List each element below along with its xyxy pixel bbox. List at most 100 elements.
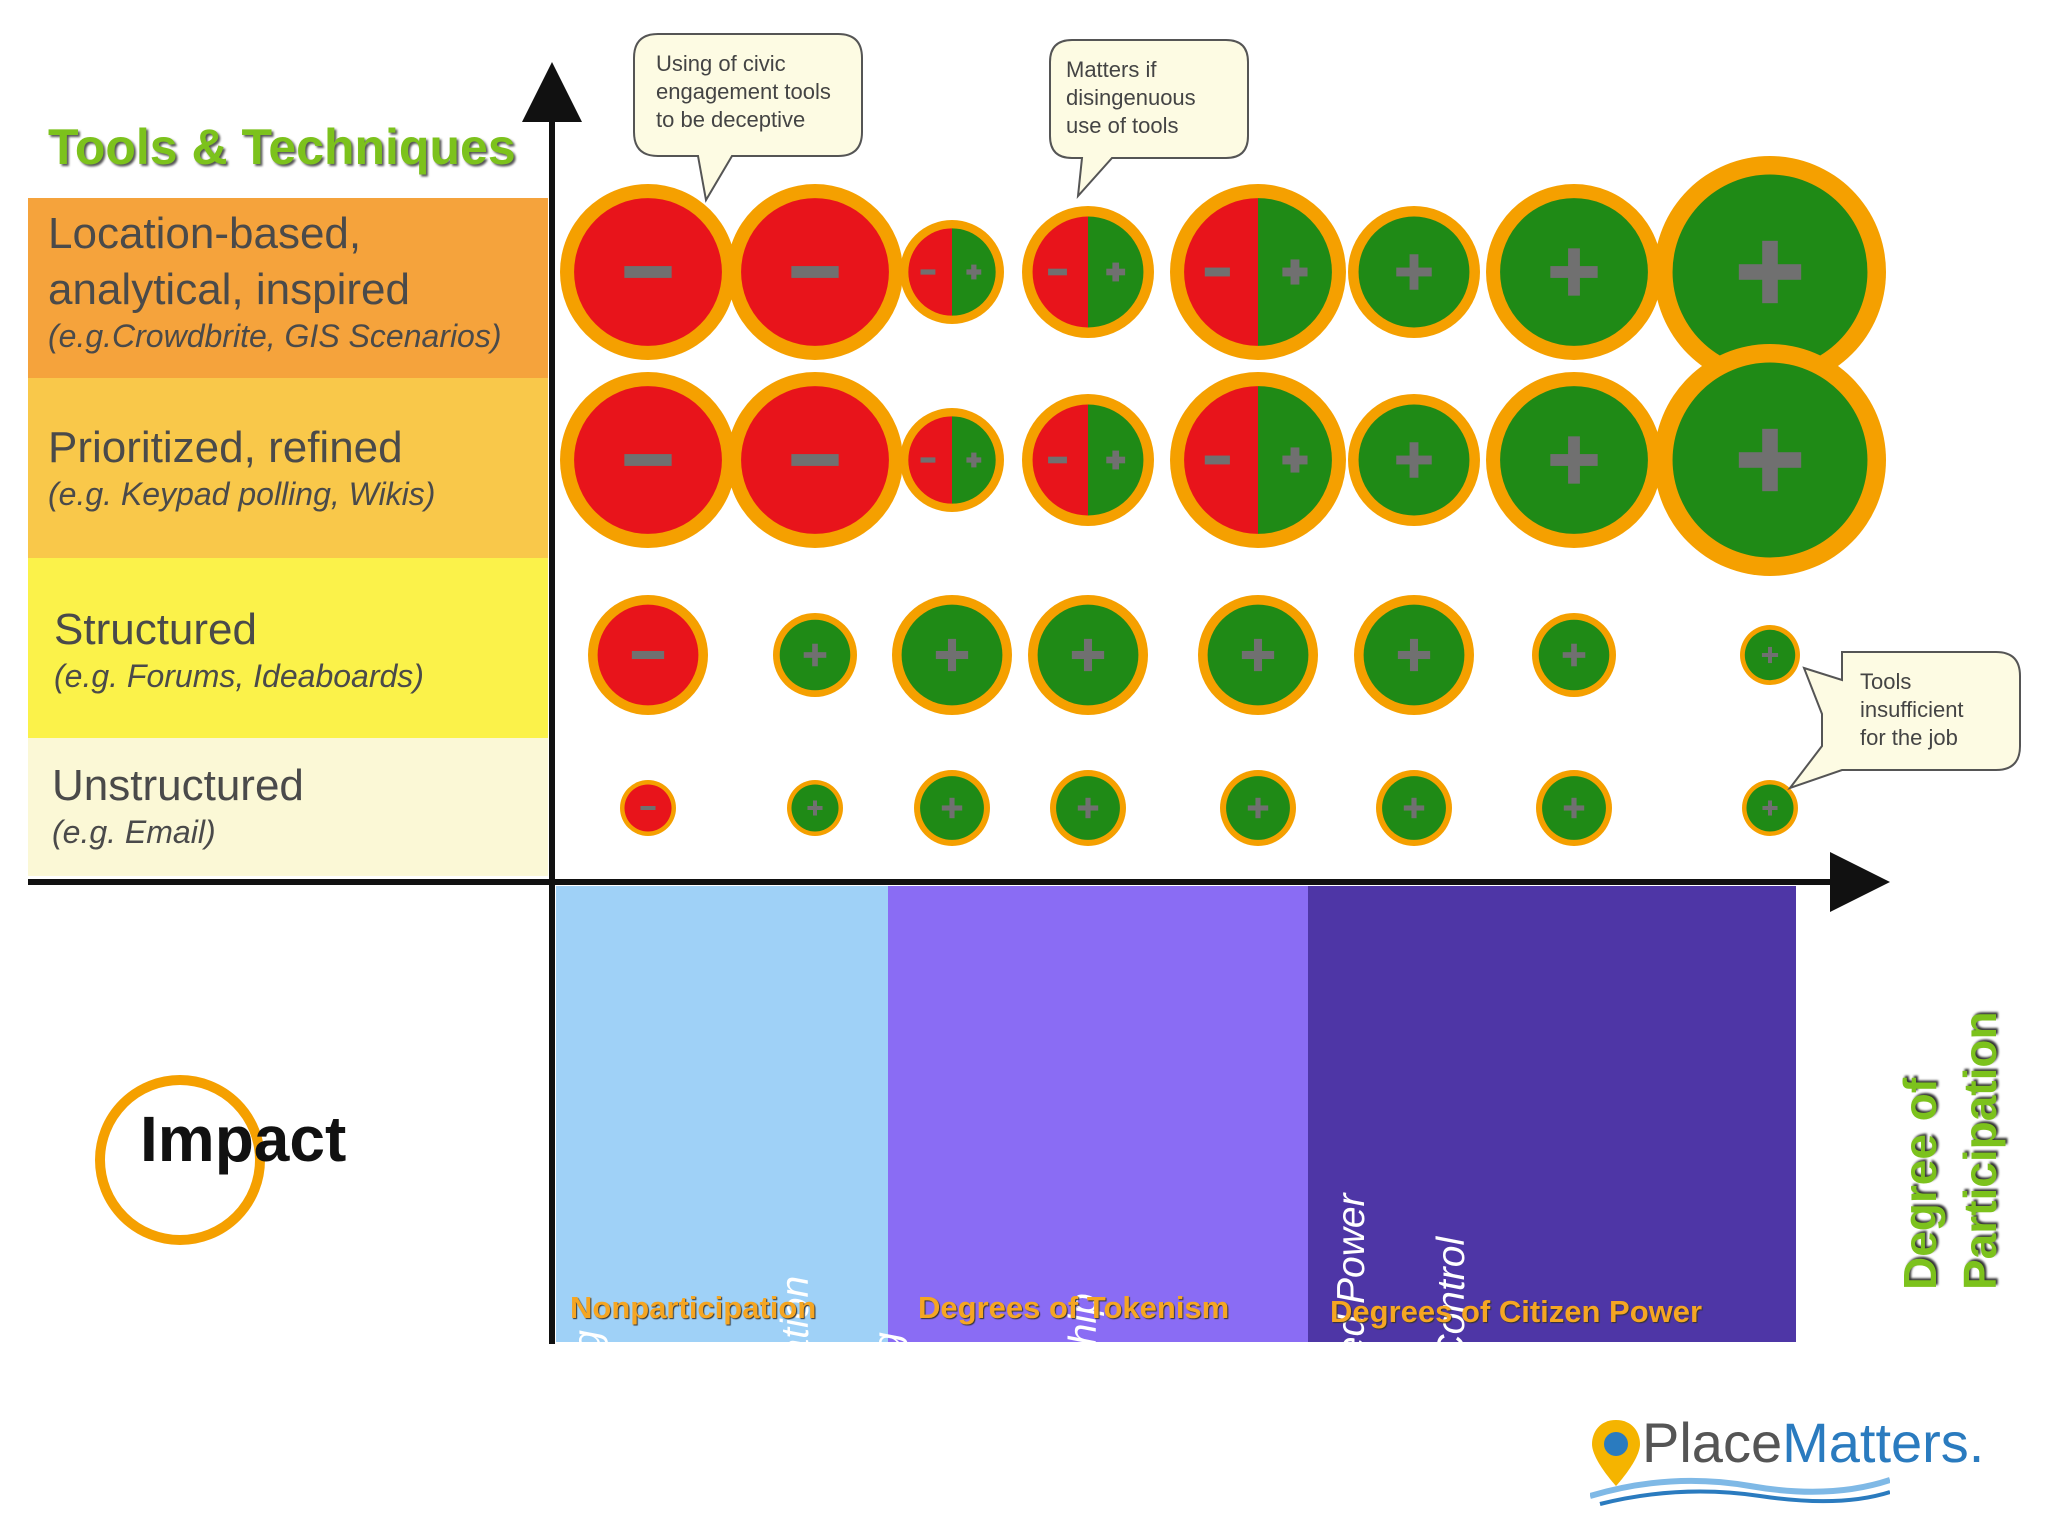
impact-bubble [1486, 184, 1662, 360]
plus-icon [813, 800, 817, 816]
placematters-logo-text: PlaceMatters. [1642, 1410, 1984, 1475]
impact-bubble [1348, 394, 1480, 526]
plus-icon [1083, 638, 1093, 672]
impact-bubble [787, 780, 843, 836]
plus-icon [1768, 800, 1772, 816]
logo-text-matters: Matters. [1782, 1411, 1985, 1474]
minus-icon [791, 454, 839, 466]
impact-legend-label: Impact [140, 1103, 347, 1175]
impact-bubble [727, 184, 903, 360]
impact-bubble [892, 595, 1012, 715]
impact-bubble [1654, 156, 1886, 388]
row-title: Structured [54, 605, 257, 654]
callout-bubble-disingenuous [1049, 39, 1249, 199]
group-label-citizen-power: Degrees of Citizen Power [1330, 1294, 1703, 1329]
row-title: Unstructured [52, 761, 304, 810]
plus-icon [1112, 450, 1120, 470]
impact-bubble [1220, 770, 1296, 846]
plus-icon [949, 797, 955, 819]
impact-bubble [900, 220, 1004, 324]
minus-icon [640, 806, 656, 810]
impact-bubble [1654, 344, 1886, 576]
plus-icon [1568, 436, 1580, 484]
minus-icon [631, 650, 665, 660]
plus-icon [1290, 259, 1300, 285]
row-title: Location-based, analytical, inspired [48, 209, 410, 314]
minus-icon [1204, 455, 1230, 465]
callout-bubble-insufficient [1787, 651, 2021, 791]
plus-icon [1571, 797, 1577, 819]
plus-icon [1085, 797, 1091, 819]
impact-bubble [1170, 372, 1346, 548]
impact-bubble [1198, 595, 1318, 715]
callout-bubble-deceptive [633, 33, 863, 203]
impact-bubble [1376, 770, 1452, 846]
plus-icon [1409, 254, 1419, 290]
tools-techniques-title: Tools & Techniques [48, 119, 516, 175]
impact-bubble [1536, 770, 1612, 846]
impact-bubble [1532, 613, 1616, 697]
plus-icon [1409, 638, 1419, 672]
plus-icon [971, 264, 977, 280]
callout-disingenuous: Matters if disingenuous use of tools [1066, 57, 1196, 138]
callout-deceptive: Using of civic engagement tools to be de… [656, 51, 831, 132]
group-label-tokenism: Degrees of Tokenism [918, 1290, 1230, 1325]
plus-icon [1767, 646, 1773, 664]
impact-bubble [588, 595, 708, 715]
impact-bubble [1486, 372, 1662, 548]
impact-bubble [1742, 780, 1798, 836]
impact-bubble [1348, 206, 1480, 338]
row-band-prioritized: Prioritized, refined (e.g. Keypad pollin… [28, 378, 548, 558]
row-subtitle: (e.g. Forums, Ideaboards) [54, 658, 424, 694]
impact-bubble [1170, 184, 1346, 360]
row-band-location: Location-based, analytical, inspired (e.… [28, 198, 548, 378]
group-label-nonparticipation: Nonparticipation [570, 1290, 817, 1325]
impact-bubble [1022, 394, 1154, 526]
plus-icon [1411, 797, 1417, 819]
impact-bubble [1028, 595, 1148, 715]
plus-icon [971, 452, 977, 468]
callout-insufficient: Tools insufficient for the job [1860, 669, 1964, 750]
minus-icon [920, 457, 936, 463]
minus-icon [624, 454, 672, 466]
minus-icon [920, 269, 936, 275]
minus-icon [791, 266, 839, 278]
group-tokenism [888, 886, 1308, 1342]
impact-bubble [560, 372, 736, 548]
row-subtitle: (e.g.Crowdbrite, GIS Scenarios) [48, 318, 502, 354]
minus-icon [624, 266, 672, 278]
row-band-structured: Structured (e.g. Forums, Ideaboards) [28, 558, 548, 738]
impact-bubble [1354, 595, 1474, 715]
plus-icon [1253, 638, 1263, 672]
plus-icon [1112, 262, 1120, 282]
plus-icon [1409, 442, 1419, 478]
impact-bubble [620, 780, 676, 836]
impact-bubble [1050, 770, 1126, 846]
impact-legend-ring [95, 1075, 265, 1245]
plus-icon [812, 643, 818, 667]
group-citizen-power [1308, 886, 1796, 1342]
group-nonparticipation [556, 886, 888, 1342]
plus-icon [1568, 248, 1580, 296]
minus-icon [1048, 268, 1067, 276]
row-band-unstructured: Unstructured (e.g. Email) [28, 738, 548, 876]
impact-bubble [560, 184, 736, 360]
impact-bubble [773, 613, 857, 697]
impact-bubble [914, 770, 990, 846]
minus-icon [1048, 456, 1067, 464]
row-subtitle: (e.g. Keypad polling, Wikis) [48, 476, 436, 512]
impact-bubble [1740, 625, 1800, 685]
row-title: Prioritized, refined [48, 423, 403, 472]
plus-icon [1571, 643, 1577, 667]
minus-icon [1204, 267, 1230, 277]
impact-bubble [1022, 206, 1154, 338]
plus-icon [1255, 797, 1261, 819]
impact-bubble [900, 408, 1004, 512]
placematters-logo-wave [1590, 1477, 1890, 1506]
plus-icon [1290, 447, 1300, 473]
placematters-logo-icon [1592, 1420, 1640, 1486]
